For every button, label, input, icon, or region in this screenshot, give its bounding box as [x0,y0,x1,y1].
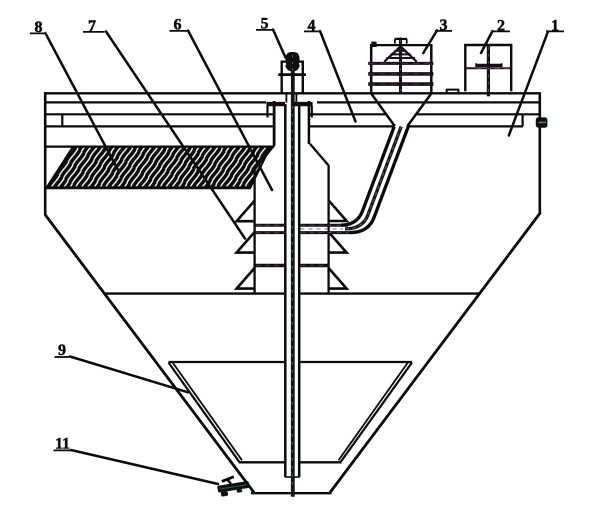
svg-text:3: 3 [440,17,448,34]
svg-text:5: 5 [261,16,269,33]
svg-text:6: 6 [174,17,182,34]
svg-text:2: 2 [497,18,505,35]
svg-text:7: 7 [88,18,96,35]
svg-text:9: 9 [58,342,66,359]
svg-text:8: 8 [35,19,43,36]
svg-text:4: 4 [308,18,316,35]
svg-text:11: 11 [55,436,70,453]
svg-text:1: 1 [551,18,559,35]
